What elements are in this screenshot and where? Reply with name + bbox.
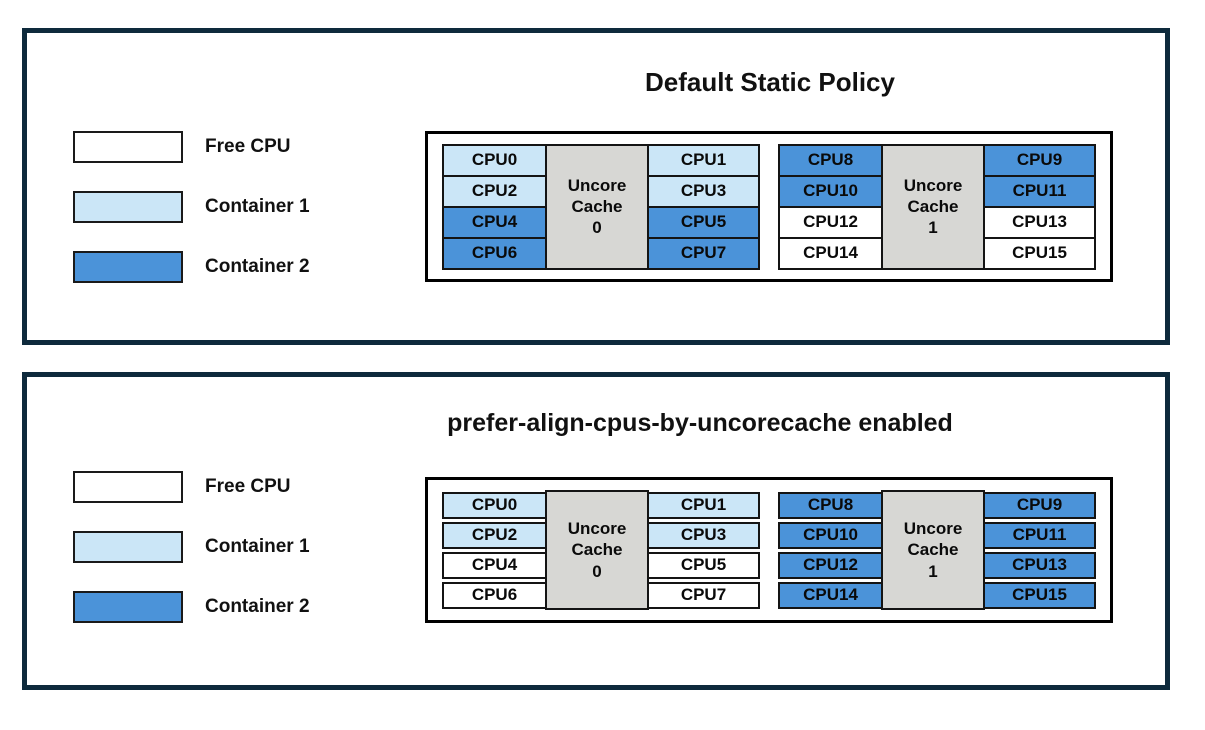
cache-label-line: Cache — [907, 540, 959, 560]
legend-label: Container 2 — [205, 596, 310, 617]
cache-label-line: 1 — [928, 218, 938, 238]
container-1-swatch — [73, 191, 183, 223]
cpu-cell-cpu6: CPU6 — [442, 236, 547, 270]
uncore-cache-0-box: Uncore Cache 0 — [545, 490, 649, 610]
panel-title: prefer-align-cpus-by-uncorecache enabled — [447, 409, 953, 437]
cpu-cell-cpu2: CPU2 — [442, 521, 547, 549]
legend-item-free-cpu: Free CPU — [73, 131, 403, 163]
cpu-cell-cpu10: CPU10 — [778, 174, 883, 208]
cpu-cell-cpu14: CPU14 — [778, 236, 883, 270]
cache-label-line: Uncore — [903, 175, 963, 195]
cpu-cell-cpu13: CPU13 — [983, 205, 1096, 239]
cpu-cell-cpu9: CPU9 — [983, 491, 1096, 519]
cpu-cell-cpu1: CPU1 — [647, 143, 760, 177]
cpu-cell-cpu2: CPU2 — [442, 174, 547, 208]
cache-label-line: 0 — [592, 561, 602, 581]
panel-title: Default Static Policy — [645, 67, 895, 97]
cpu-cell-cpu5: CPU5 — [647, 205, 760, 239]
cache-label-line: Cache — [907, 196, 959, 216]
cpu-cell-cpu12: CPU12 — [778, 205, 883, 239]
cache-label-line: 0 — [592, 218, 602, 238]
legend-item-container-2: Container 2 — [73, 251, 403, 283]
free-cpu-swatch — [73, 131, 183, 163]
cpu-cell-cpu1: CPU1 — [647, 491, 760, 519]
cache-label-line: Cache — [571, 540, 623, 560]
cpu-cell-cpu3: CPU3 — [647, 174, 760, 208]
uncore-cache-0-box: Uncore Cache 0 — [545, 143, 649, 270]
legend-item-container-2: Container 2 — [73, 591, 403, 623]
cpu-cell-cpu9: CPU9 — [983, 143, 1096, 177]
cpu-cell-cpu15: CPU15 — [983, 236, 1096, 270]
legend-label: Container 1 — [205, 536, 310, 557]
cpu-cell-cpu14: CPU14 — [778, 581, 883, 609]
cpu-cell-cpu5: CPU5 — [647, 551, 760, 579]
legend-item-container-1: Container 1 — [73, 191, 403, 223]
legend-label: Container 2 — [205, 256, 310, 277]
cache-label-line: Uncore — [567, 519, 627, 539]
cpu-cell-cpu11: CPU11 — [983, 174, 1096, 208]
panel-uncorecache-enabled: prefer-align-cpus-by-uncorecache enabled… — [22, 372, 1170, 690]
cpu-cell-cpu12: CPU12 — [778, 551, 883, 579]
cpu-cell-cpu13: CPU13 — [983, 551, 1096, 579]
cache-label-line: Cache — [571, 196, 623, 216]
cache-label-line: Uncore — [567, 175, 627, 195]
cpu-cell-cpu10: CPU10 — [778, 521, 883, 549]
cpu-cell-cpu11: CPU11 — [983, 521, 1096, 549]
legend-item-container-1: Container 1 — [73, 531, 403, 563]
cache-label-line: Uncore — [903, 519, 963, 539]
cpu-cell-cpu7: CPU7 — [647, 236, 760, 270]
legend-item-free-cpu: Free CPU — [73, 471, 403, 503]
cpu-cell-cpu4: CPU4 — [442, 551, 547, 579]
container-2-swatch — [73, 251, 183, 283]
container-2-swatch — [73, 591, 183, 623]
cpu-cell-cpu8: CPU8 — [778, 143, 883, 177]
legend: Free CPU Container 1 Container 2 — [73, 33, 403, 340]
cpu-cell-cpu3: CPU3 — [647, 521, 760, 549]
legend-label: Free CPU — [205, 476, 291, 497]
legend-label: Free CPU — [205, 136, 291, 157]
cpu-cell-cpu0: CPU0 — [442, 143, 547, 177]
cpu-cell-cpu0: CPU0 — [442, 491, 547, 519]
cpu-cell-cpu4: CPU4 — [442, 205, 547, 239]
cpu-cell-cpu7: CPU7 — [647, 581, 760, 609]
free-cpu-swatch — [73, 471, 183, 503]
uncore-cache-1-box: Uncore Cache 1 — [881, 143, 985, 270]
cpu-cell-cpu15: CPU15 — [983, 581, 1096, 609]
cache-label-line: 1 — [928, 561, 938, 581]
panel-default-static-policy: Default Static Policy Free CPU Container… — [22, 28, 1170, 345]
legend: Free CPU Container 1 Container 2 — [73, 377, 403, 685]
legend-label: Container 1 — [205, 196, 310, 217]
cpu-cell-cpu8: CPU8 — [778, 491, 883, 519]
uncore-cache-1-box: Uncore Cache 1 — [881, 490, 985, 610]
container-1-swatch — [73, 531, 183, 563]
cpu-cell-cpu6: CPU6 — [442, 581, 547, 609]
